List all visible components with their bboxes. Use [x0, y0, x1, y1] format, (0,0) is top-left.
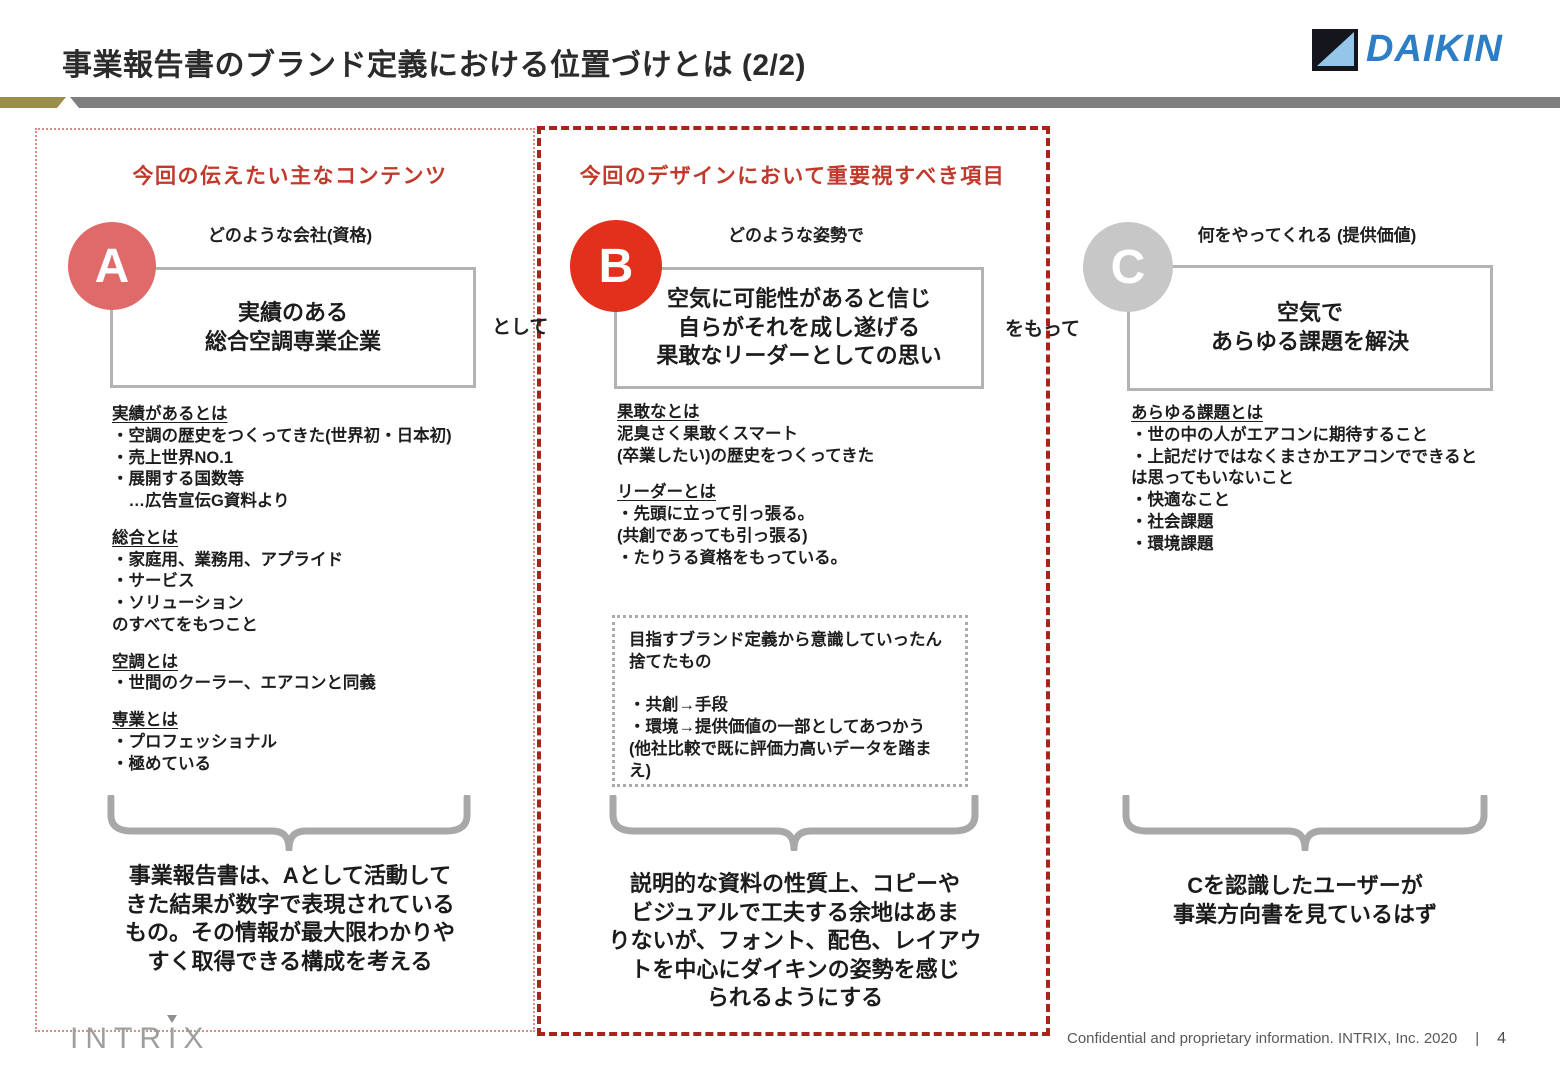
section-body: ・先頭に立って引っ張る。 (共創であっても引っ張る) ・たりうる資格をもっている… [617, 505, 848, 567]
footer-separator: | [1475, 1030, 1480, 1047]
section-body: ・プロフェッショナル ・極めている [112, 732, 277, 773]
column-b-question: どのような姿勢で [728, 226, 864, 245]
section-heading: リーダーとは [617, 483, 716, 502]
section-body: 泥臭さく果敢くスマート (卒業したい)の歴史をつくってきた [617, 424, 875, 465]
brace-b-icon [608, 795, 980, 851]
badge-a: A [68, 222, 156, 310]
section-body: ・家庭用、業務用、アプライド ・サービス ・ソリューション のすべてをもつこと [112, 550, 343, 634]
intrix-logo: INTRIX [70, 1022, 211, 1055]
daikin-mark-icon [1312, 28, 1358, 71]
section-heading: あらゆる課題とは [1131, 404, 1263, 422]
column-c-question: 何をやってくれる (提供価値) [1197, 226, 1417, 245]
daikin-logo: DAIKIN [1312, 28, 1503, 71]
column-a-summary: 事業報告書は、Aとして活動して きた結果が数字で表現されている もの。その情報が… [124, 863, 455, 974]
section-body: ・世の中の人がエアコンに期待すること ・上記だけではなくまさかエアコンでできると… [1131, 425, 1478, 553]
column-b-main-box: 空気に可能性があると信じ 自らがそれを成し遂げる 果敢なリーダーとしての思い [614, 267, 984, 389]
column-a-banner: 今回の伝えたい主なコンテンツ [132, 165, 448, 188]
definition-section: 果敢なとは 泥臭さく果敢くスマート (卒業したい)の歴史をつくってきた [617, 402, 1002, 467]
column-a-main-box: 実績のある 総合空調専業企業 [110, 267, 476, 388]
connector-a-to-b: として [492, 317, 549, 338]
discarded-items-box: 目指すブランド定義から意識していったん 捨てたもの ・共創→手段 ・環境→提供価… [612, 615, 968, 787]
column-a-frame [35, 128, 535, 1032]
page-number: 4 [1497, 1030, 1507, 1047]
column-c-main-box: 空気で あらゆる課題を解決 [1127, 265, 1493, 391]
column-a-bullets: 実績があるとは ・空調の歴史をつくってきた(世界初・日本初) ・売上世界NO.1… [112, 404, 522, 790]
section-heading: 空調とは [112, 652, 178, 671]
column-c-bullets: あらゆる課題とは ・世の中の人がエアコンに期待すること ・上記だけではなくまさか… [1131, 403, 1546, 570]
section-body: ・空調の歴史をつくってきた(世界初・日本初) ・売上世界NO.1 ・展開する国数… [112, 426, 452, 511]
column-b-frame [537, 126, 1050, 1036]
accent-bar-gray [70, 97, 1560, 108]
definition-section: 実績があるとは ・空調の歴史をつくってきた(世界初・日本初) ・売上世界NO.1… [112, 404, 522, 513]
accent-bar-gold [0, 97, 66, 108]
brace-c-icon [1121, 795, 1489, 851]
column-b-summary: 説明的な資料の性質上、コピーや ビジュアルで工夫する余地はあま りないが、フォン… [608, 871, 982, 1011]
badge-b: B [570, 220, 662, 312]
connector-b-to-c: をもって [1005, 319, 1081, 340]
definition-section: 総合とは ・家庭用、業務用、アプライド ・サービス ・ソリューション のすべてを… [112, 528, 522, 637]
definition-section: リーダーとは ・先頭に立って引っ張る。 (共創であっても引っ張る) ・たりうる資… [617, 482, 1002, 569]
intrix-logo-triangle-icon [167, 1015, 177, 1023]
daikin-logo-text: DAIKIN [1366, 28, 1503, 70]
column-b-bullets: 果敢なとは 泥臭さく果敢くスマート (卒業したい)の歴史をつくってきた リーダー… [617, 402, 1002, 584]
section-heading: 専業とは [112, 711, 178, 730]
section-heading: 果敢なとは [617, 403, 700, 421]
definition-section: 専業とは ・プロフェッショナル ・極めている [112, 710, 522, 775]
footer-note: Confidential and proprietary information… [1067, 1030, 1506, 1048]
definition-section: 空調とは ・世間のクーラー、エアコンと同義 [112, 652, 522, 696]
section-heading: 総合とは [112, 528, 178, 547]
section-body: ・世間のクーラー、エアコンと同義 [112, 674, 376, 693]
badge-c: C [1083, 222, 1173, 312]
column-a-question: どのような会社(資格) [207, 226, 373, 245]
column-b-banner: 今回のデザインにおいて重要視すべき項目 [579, 165, 1006, 188]
brace-a-icon [106, 795, 472, 851]
definition-section: あらゆる課題とは ・世の中の人がエアコンに期待すること ・上記だけではなくまさか… [1131, 403, 1546, 555]
column-c-summary: Cを認識したユーザーが 事業方向書を見ているはず [1172, 873, 1437, 927]
section-heading: 実績があるとは [112, 405, 228, 423]
page-title: 事業報告書のブランド定義における位置づけとは (2/2) [62, 49, 807, 82]
confidential-text: Confidential and proprietary information… [1067, 1030, 1458, 1047]
